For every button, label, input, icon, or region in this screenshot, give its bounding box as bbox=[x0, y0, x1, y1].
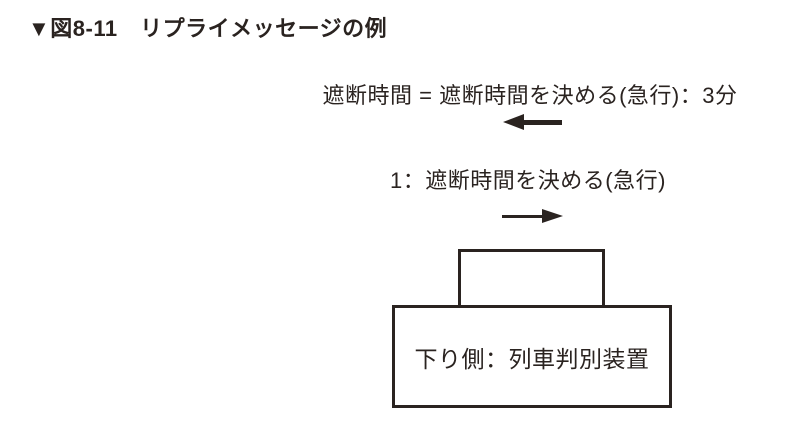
arrow-head-left bbox=[503, 114, 524, 130]
device-body-box: 下り側：列車判別装置 bbox=[392, 305, 672, 408]
device-top-box bbox=[458, 249, 605, 305]
reply-arrow-left-icon bbox=[503, 114, 562, 130]
figure-title: ▼図8-11 リプライメッセージの例 bbox=[28, 16, 388, 41]
reply-message-text: 遮断時間 = 遮断時間を決める(急行)：3分 bbox=[322, 83, 738, 108]
device-label: 下り側：列車判別装置 bbox=[414, 345, 650, 372]
arrow-head-right bbox=[542, 209, 563, 223]
arrow-shaft bbox=[502, 214, 542, 218]
request-message-text: 1：遮断時間を決める(急行) bbox=[390, 168, 666, 193]
request-arrow-right-icon bbox=[502, 209, 563, 223]
arrow-shaft bbox=[524, 119, 562, 125]
